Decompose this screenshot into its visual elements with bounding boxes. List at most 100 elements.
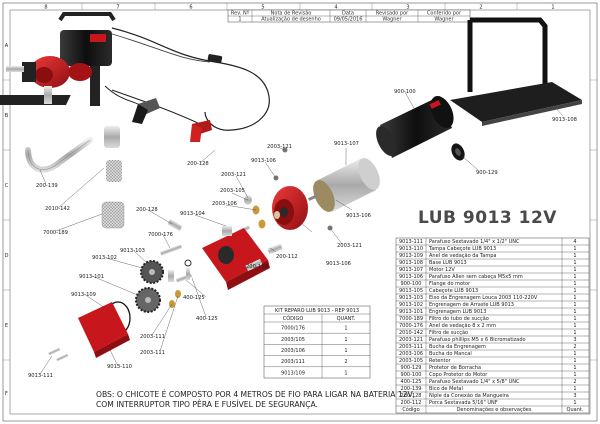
parts-row-code: 7000-189: [399, 316, 423, 322]
kit-header-code: CÓDIGO: [283, 315, 304, 322]
kit-row-quantity: 2: [344, 359, 347, 365]
parts-row-code: 9013-105: [399, 288, 423, 294]
parts-table-row: 9013-105 Cabeçote LUB 9013 1: [396, 286, 589, 294]
kit-row-quantity: 1: [344, 337, 347, 343]
motor-flange-illustration: [272, 186, 308, 230]
frame-mark: 1: [551, 5, 554, 11]
parts-row-quantity: 1: [573, 246, 576, 252]
revision-block: Rev. Nº Nota de Revisão Data Revisado po…: [227, 9, 471, 23]
revision-value: Wagner: [382, 17, 402, 23]
callout-200-112: 200-112: [276, 254, 298, 260]
parts-row-code: 9013-109: [399, 253, 423, 259]
parts-row-description: Bico de Metal: [429, 386, 463, 392]
parts-row-quantity: 1: [573, 351, 576, 357]
kit-row-code: 2003/111: [281, 359, 305, 365]
parts-row-code: 9013-106: [399, 274, 423, 280]
parts-row-quantity: 1: [573, 281, 576, 287]
parts-row-description: Cabeçote LUB 9013: [429, 288, 478, 294]
revision-header: Rev. Nº: [231, 11, 250, 17]
parts-row-quantity: 4: [573, 239, 576, 245]
parts-row-description: Parafuso Sextavado 1/4" x 1/2" UNC: [429, 239, 520, 245]
pump-body-illustration: [202, 226, 270, 290]
parts-row-quantity: 1: [573, 309, 576, 315]
kit-row-code: 2003/106: [281, 348, 305, 354]
callout-2003-105: 2003-105: [220, 188, 245, 194]
base-9013-108-illustration: [450, 17, 582, 126]
parts-row-description: Flange do motor: [429, 281, 471, 287]
kit-row-quantity: 1: [344, 326, 347, 332]
kit-table-row: 2003/111 2: [264, 355, 370, 365]
frame-mark: C: [5, 183, 9, 189]
callout-9013-106: 9013-106: [251, 158, 276, 164]
parts-row-description: Filtro do tubo de sucção: [429, 316, 489, 322]
parts-row-code: 200-112: [401, 400, 422, 406]
callout-9013-103: 9013-103: [120, 248, 145, 254]
parts-row-quantity: 1: [573, 386, 576, 392]
revision-value: Atualização de desenho: [261, 17, 321, 23]
callout-9013-101: 9013-101: [79, 274, 104, 280]
motor-cover-illustration: [376, 96, 454, 158]
revision-header: Conferido por: [427, 11, 462, 17]
parts-row-description: Parafuso Sextavado 1/4" x 5/8" UNC: [429, 379, 520, 385]
parts-row-code: 900-100: [401, 372, 422, 378]
obs-note-line-2: COM INTERRUPTOR TIPO PÊRA E FUSÍVEL DE S…: [96, 400, 318, 409]
callout-200-128: 200-128: [246, 264, 268, 270]
callout-900-129: 900-129: [476, 170, 498, 176]
parts-row-quantity: 1: [573, 330, 576, 336]
parts-footer-description: Denominações e observações: [457, 407, 532, 413]
revision-value: 09/05/2016: [334, 17, 363, 23]
parts-row-code: 9013-103: [399, 295, 423, 301]
parts-row-code: 9013-101: [399, 309, 423, 315]
parts-row-quantity: 1: [573, 365, 576, 371]
parts-row-quantity: 1: [573, 288, 576, 294]
callout-2003-121: 2003-121: [221, 172, 246, 178]
suction-parts-illustration: [25, 126, 283, 255]
frame-mark: 2: [479, 5, 482, 11]
parts-row-description: Tampa Cabeçote LUB 9013: [428, 246, 496, 252]
frame-mark: A: [5, 43, 9, 49]
callout-2003-121: 2003-121: [337, 243, 362, 249]
obs-note-line-1: OBS: O CHICOTE É COMPOSTO POR 4 METROS D…: [96, 390, 415, 399]
frame-mark: 8: [44, 5, 47, 11]
frame-mark: B: [5, 113, 9, 119]
callout-2003-121: 2003-121: [267, 144, 292, 150]
parts-row-quantity: 1: [573, 267, 576, 273]
parts-row-quantity: 3: [573, 393, 576, 399]
callout-2010-142: 2010-142: [45, 206, 70, 212]
parts-row-description: Parafuso Allen sem cabeça M5x5 mm: [429, 274, 523, 280]
parts-row-description: Niple da Conexão da Mangueira: [429, 393, 509, 399]
parts-row-description: Eixo da Engrenagem Louca 2003 110-220V: [429, 295, 538, 301]
revision-header: Data: [342, 11, 354, 17]
callout-9013-108: 9013-108: [552, 117, 577, 123]
callout-9013-107: 9013-107: [334, 141, 359, 147]
parts-row-code: 200-139: [401, 386, 422, 392]
parts-row-quantity: 1: [573, 260, 576, 266]
callout-9013-102: 9013-102: [92, 255, 117, 261]
parts-row-description: Retentor: [429, 358, 452, 364]
parts-table-row: 9013-103 Eixo da Engrenagem Louca 2003 11…: [396, 293, 589, 301]
parts-row-description: Base LUB 9013: [429, 260, 467, 266]
callout-7000-189: 7000-189: [43, 230, 68, 236]
motor-12v-illustration: [308, 158, 380, 212]
callout-2003-111: 2003-111: [140, 334, 165, 340]
callout-200-128: 200-128: [136, 207, 158, 213]
